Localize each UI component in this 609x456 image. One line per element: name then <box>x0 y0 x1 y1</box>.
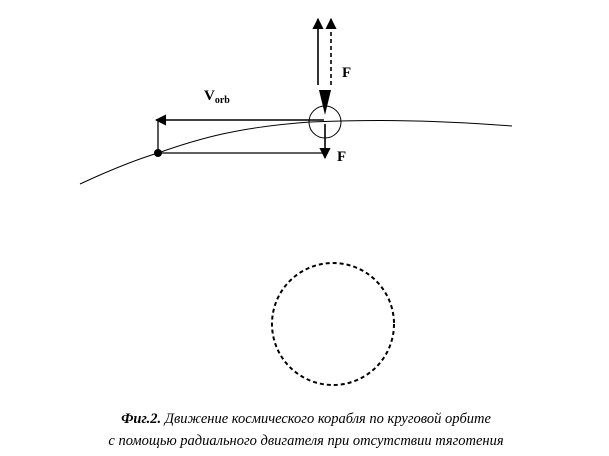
start-point <box>154 149 162 157</box>
velocity-bracket-line <box>157 120 324 154</box>
velocity-label-subscript: orb <box>215 95 230 106</box>
velocity-label: Vorb <box>204 88 230 106</box>
caption-line-2: с помощью радиального двигателя при отсу… <box>108 433 503 449</box>
caption-figure-label: Фиг.2. <box>121 411 161 427</box>
caption-line-1: Фиг.2. Движение космического корабля по … <box>121 411 491 427</box>
central-body-dashed-circle <box>271 262 395 386</box>
velocity-label-main: V <box>204 88 215 104</box>
force-label-top: F <box>342 65 351 81</box>
caption-line-1-text: Движение космического корабля по кругово… <box>161 411 491 427</box>
engine-nozzle <box>319 90 331 115</box>
trajectory-curve <box>79 120 513 185</box>
force-label-bottom: F <box>337 149 346 165</box>
